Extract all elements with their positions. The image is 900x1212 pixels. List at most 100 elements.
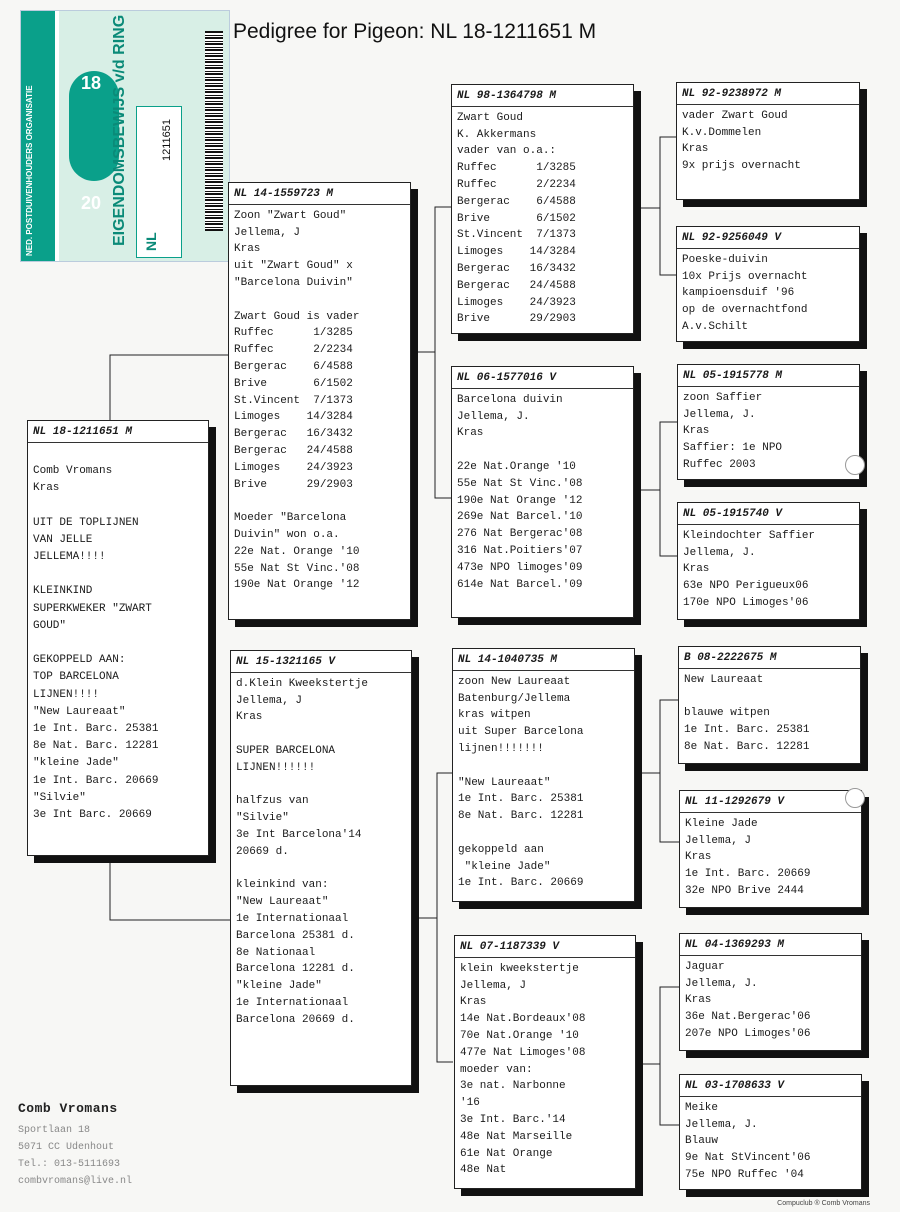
ring-number-mf: NL 14-1040735 M xyxy=(453,652,634,671)
pigeon-note-line: Barcelona duivin xyxy=(457,393,563,406)
pigeon-note-line: 75e NPO Ruffec '04 xyxy=(685,1168,804,1181)
ring-number: 1211651 xyxy=(161,118,173,161)
pigeon-note-line: Kras xyxy=(685,994,712,1007)
pigeon-note-line xyxy=(234,493,405,510)
pigeon-note-line: 8e Nat. Barc. 12281 xyxy=(684,740,810,753)
pigeon-note-line: TOP BARCELONA xyxy=(33,671,119,684)
pigeon-note-line: A.v.Schilt xyxy=(682,320,749,333)
pigeon-note-line: Bergerac 16/3432 xyxy=(457,262,576,275)
ring-band xyxy=(21,11,55,261)
pigeon-note-line: 55e Nat St Vinc.'08 xyxy=(457,477,583,490)
pigeon-note-line: K. Akkermans xyxy=(457,128,537,141)
connector-ff xyxy=(633,136,678,276)
pigeon-note-line: lijnen!!!!!!! xyxy=(458,742,544,755)
pigeon-note-line: 207e NPO Limoges'06 xyxy=(685,1027,811,1040)
ring-label: EIGENDOMSBEWIJS v/d RING xyxy=(111,14,128,246)
contact-name: Comb Vromans xyxy=(18,1101,118,1116)
pigeon-notes-father: Zoon "Zwart Goud" Jellema, J Kras uit "Zwar… xyxy=(234,208,405,594)
pigeon-note-line: 8e Nat. Barc. 12281 xyxy=(458,810,584,823)
ring-org: NED. POSTDUIVENHOUDERS ORGANISATIE xyxy=(25,85,34,256)
pigeon-note-line: Bergerac 24/4588 xyxy=(457,279,576,292)
pigeon-note-line: Limoges 14/3284 xyxy=(234,411,353,424)
pigeon-note-line: 3e nat. Narbonne xyxy=(460,1080,566,1093)
pigeon-note-line: Limoges 24/3923 xyxy=(234,461,353,474)
ring-number-mmf: NL 04-1369293 M xyxy=(680,937,861,956)
pigeon-note-line: Batenburg/Jellema xyxy=(458,692,571,705)
pigeon-note-line: Jellema, J xyxy=(234,226,301,239)
pigeon-note-line: uit Super Barcelona xyxy=(458,726,584,739)
ring-number-mmm: NL 03-1708633 V xyxy=(680,1078,861,1097)
pigeon-note-line: JELLEMA!!!! xyxy=(33,550,106,563)
pigeon-note-line: Moeder "Barcelona xyxy=(234,512,347,525)
pigeon-note-line: 8e Nationaal xyxy=(236,946,316,959)
ring-band-stripe xyxy=(55,11,59,261)
pigeon-note-line: Jellema, J. xyxy=(685,1118,758,1131)
pigeon-note-line: St.Vincent 7/1373 xyxy=(457,229,576,242)
pigeon-note-line: 614e Nat Barcel.'09 xyxy=(457,578,583,591)
pigeon-note-line: GEKOPPELD AAN: xyxy=(33,654,126,667)
pigeon-note-line: 55e Nat St Vinc.'08 xyxy=(234,562,360,575)
ring-number-fmf: NL 05-1915778 M xyxy=(678,368,859,387)
connector-mother xyxy=(410,772,453,1063)
pigeon-note-line: SUPERKWEKER "ZWART xyxy=(33,602,152,615)
pigeon-note-line: Barcelona 12281 d. xyxy=(236,963,355,976)
ring-certificate: NED. POSTDUIVENHOUDERS ORGANISATIE 18 20… xyxy=(20,10,230,262)
pigeon-note-line: Jellema, J. xyxy=(683,408,756,421)
pigeon-note-line: moeder van: xyxy=(460,1063,533,1076)
ring-emblem xyxy=(69,71,119,181)
pigeon-note-line: "New Laureaat" xyxy=(33,705,126,718)
pigeon-note-line: LIJNEN!!!! xyxy=(33,688,100,701)
pigeon-note-line: Brive 29/2903 xyxy=(234,478,353,491)
pigeon-note-line: 48e Nat Marseille xyxy=(460,1130,573,1143)
barcode xyxy=(205,31,223,231)
pigeon-note-line: Comb Vromans xyxy=(33,464,113,477)
pigeon-note-line: 1e Int. Barc. 20669 xyxy=(685,868,811,881)
pigeon-note-line: Brive 6/1502 xyxy=(234,377,353,390)
pigeon-note-line: 1e Int. Barc. 25381 xyxy=(684,724,810,737)
pigeon-note-line: KLEINKIND xyxy=(33,585,93,598)
connector-father xyxy=(410,206,453,499)
pigeon-note-line: 190e Nat Orange '12 xyxy=(234,579,360,592)
pigeon-note-line: d.Klein Kweekstertje xyxy=(236,677,369,690)
ring-number-subject: NL 18-1211651 M xyxy=(28,424,208,443)
pigeon-note-line: 9x prijs overnacht xyxy=(682,160,801,173)
pigeon-note-line: kampioensduif '96 xyxy=(682,287,795,300)
pigeon-note-line: Jaguar xyxy=(685,960,725,973)
pigeon-note-line: 70e Nat.Orange '10 xyxy=(460,1029,579,1042)
pigeon-note-line: halfzus van xyxy=(236,795,309,808)
connector-mf xyxy=(633,699,680,843)
contact-phone: Tel.: 013-5111693 xyxy=(18,1159,121,1170)
pigeon-note-line: Kras xyxy=(234,243,261,256)
pigeon-note-line xyxy=(236,777,406,794)
pigeon-note-line: Barcelona 20669 d. xyxy=(236,1013,355,1026)
ring-number-mfm: NL 11-1292679 V xyxy=(680,794,861,813)
contact-street: Sportlaan 18 xyxy=(18,1125,91,1136)
ring-number-ffm: NL 92-9256049 V xyxy=(677,230,859,249)
ring-year-a: 20 xyxy=(81,193,102,213)
ring-number-mm: NL 07-1187339 V xyxy=(455,939,635,958)
pigeon-note-line: 473e NPO limoges'09 xyxy=(457,561,583,574)
pigeon-note-line: '16 xyxy=(460,1097,480,1110)
pigeon-note-line: Zoon "Zwart Goud" xyxy=(234,209,347,222)
pigeon-note-line: Kras xyxy=(236,711,263,724)
pigeon-note-line xyxy=(33,635,203,652)
pigeon-note-line: 269e Nat Barcel.'10 xyxy=(457,511,583,524)
pigeon-note-line: 3e Int Barc. 20669 xyxy=(33,809,152,821)
pigeon-note-line: Saffier: 1e NPO xyxy=(683,442,783,455)
pigeon-note-line: 1e Internationaal xyxy=(236,912,349,925)
pigeon-note-line: 3e Int Barcelona'14 xyxy=(236,828,362,841)
pigeon-note-line: "kleine Jade" xyxy=(33,757,119,770)
pigeon-note-line: "New Laureaat" xyxy=(458,776,551,789)
pigeon-note-line: zoon New Laureaat xyxy=(458,675,571,688)
pigeon-note-line: uit "Zwart Goud" x xyxy=(234,260,353,273)
